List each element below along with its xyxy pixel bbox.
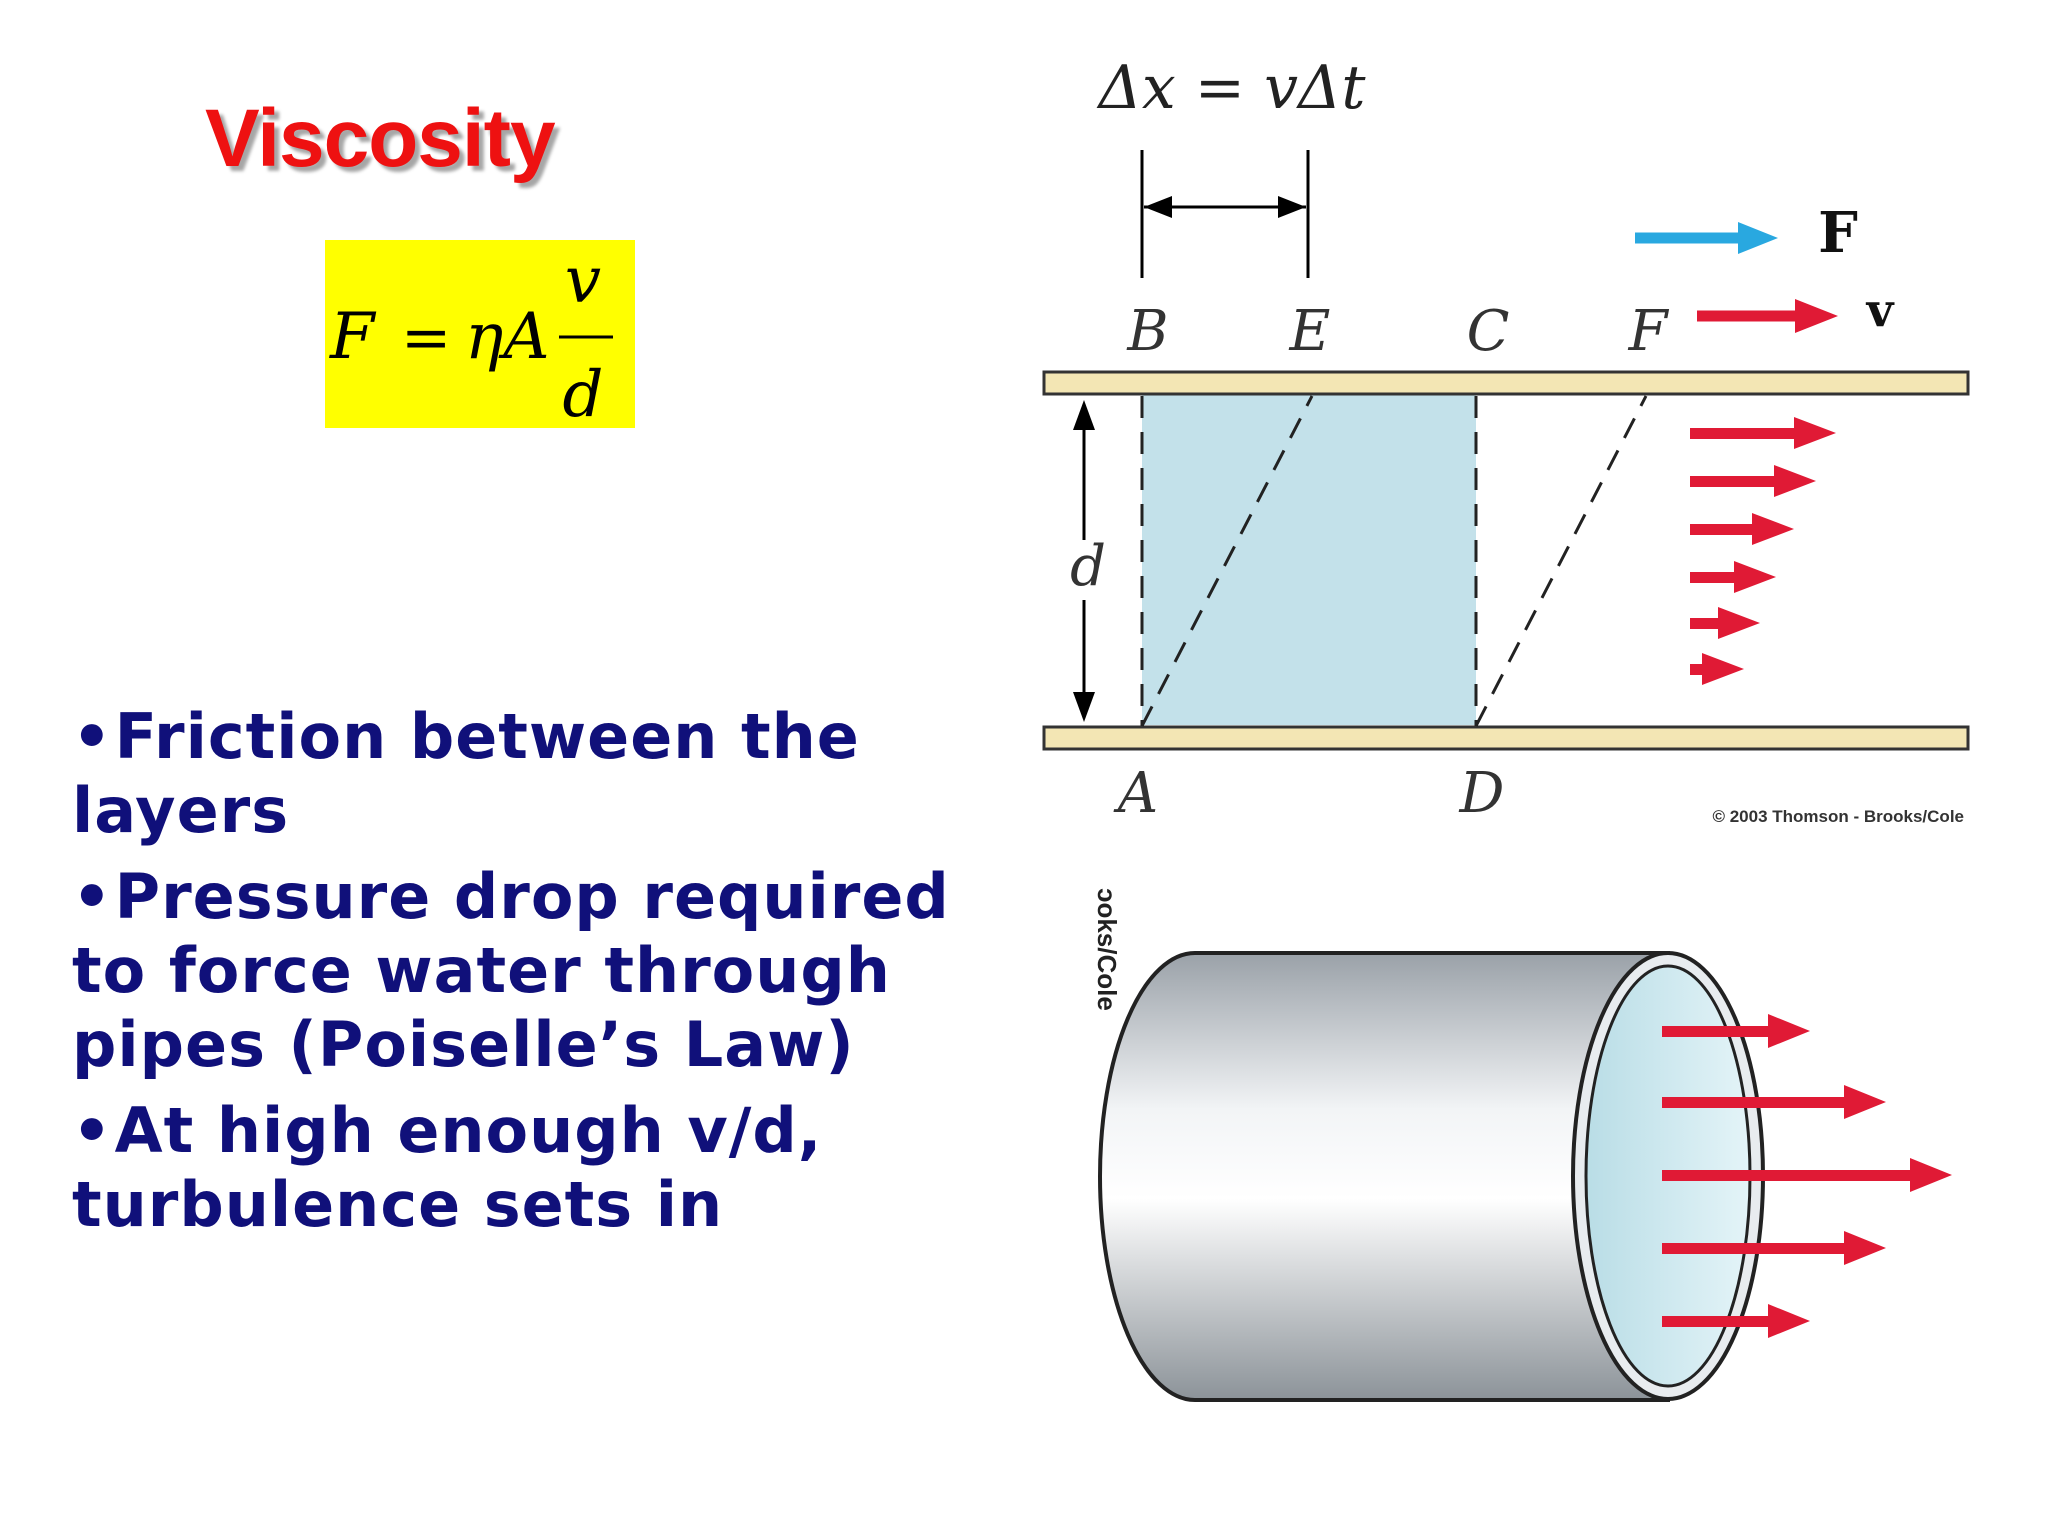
profile-arrow-4-shaft [1690,572,1738,583]
pipe-arrow-3-head [1910,1158,1952,1192]
label-F: F [1628,299,1670,364]
velocity-label: v [1866,283,1895,337]
label-C: C [1467,299,1510,364]
formula-lhs: F [329,300,377,374]
pipe-arrow-1-head [1768,1014,1810,1048]
velocity-arrow-head [1795,299,1838,333]
profile-arrow-2-shaft [1690,476,1778,487]
formula-box: F = ηA v d [325,240,635,432]
formula-numerator: v [565,244,601,318]
pipe-arrow-2-shaft [1662,1097,1870,1108]
fluid-block [1142,395,1476,725]
bullet-item: •Pressure drop required to force water t… [72,860,1002,1082]
separation-label-bg [1068,540,1102,600]
bullet-text: Friction between the layers [72,700,860,847]
profile-arrow-1-shaft [1690,428,1800,439]
label-E: E [1289,299,1331,364]
bullet-list: •Friction between the layers •Pressure d… [72,700,1032,1254]
pipe-body [1098,951,1670,1402]
profile-arrow-6-head [1702,653,1744,685]
top-plate [1042,370,1970,396]
bottom-plate [1042,725,1970,751]
profile-arrow-6-shaft [1690,664,1702,675]
profile-arrow-5-head [1718,607,1760,639]
pipe-arrow-1-shaft [1662,1026,1794,1037]
dashed-line-DF [1474,395,1648,727]
bullet-dot: • [72,1094,113,1167]
separation-arrow-head-bottom [1073,692,1095,722]
bullet-item: •At high enough v/d, turbulence sets in [72,1094,832,1242]
bullet-dot: • [72,860,113,933]
bullet-text: Pressure drop required to force water th… [72,860,950,1081]
slide-title: Viscosity [205,93,556,184]
label-A: A [1113,761,1158,826]
displacement-arrow-head-right [1278,196,1306,218]
force-arrow-head [1738,222,1778,254]
bullet-item: •Friction between the layers [72,700,1032,848]
profile-arrow-3-head [1752,513,1794,545]
separation-arrow-head-top [1073,400,1095,430]
separation-label: d [1070,534,1106,599]
viscosity-formula: F = ηA v d [329,244,613,432]
formula-rhs-prefix: ηA [465,300,550,374]
profile-arrow-5-shaft [1690,618,1718,629]
profile-arrow-1-head [1794,417,1836,449]
rotated-credit-text: ɔoks/Cole [1092,888,1122,1011]
profile-arrow-4-head [1734,561,1776,593]
label-B: B [1126,299,1168,364]
formula-equals: = [401,303,451,373]
bullet-dot: • [72,700,113,773]
copyright-text: © 2003 Thomson - Brooks/Cole [1712,807,1964,826]
profile-arrow-3-shaft [1690,524,1756,535]
bullet-text: At high enough v/d, turbulence sets in [72,1094,823,1241]
velocity-profile-arrows [1690,417,1836,685]
pipe-arrow-4-shaft [1662,1243,1870,1254]
displacement-label: Δx = vΔt [1097,53,1367,123]
pipe-arrow-5-head [1768,1304,1810,1338]
pipe-flow-arrows [1662,1014,1952,1338]
force-label: F [1818,200,1858,266]
formula-denominator: d [563,358,604,428]
label-D: D [1459,761,1505,826]
pipe-arrow-5-shaft [1662,1316,1794,1327]
displacement-arrow-head-left [1144,196,1172,218]
pipe-arrow-2-head [1844,1085,1886,1119]
pipe-arrow-4-head [1844,1231,1886,1265]
profile-arrow-2-head [1774,465,1816,497]
dashed-line-AE [1140,395,1314,727]
pipe-arrow-3-shaft [1662,1170,1934,1181]
